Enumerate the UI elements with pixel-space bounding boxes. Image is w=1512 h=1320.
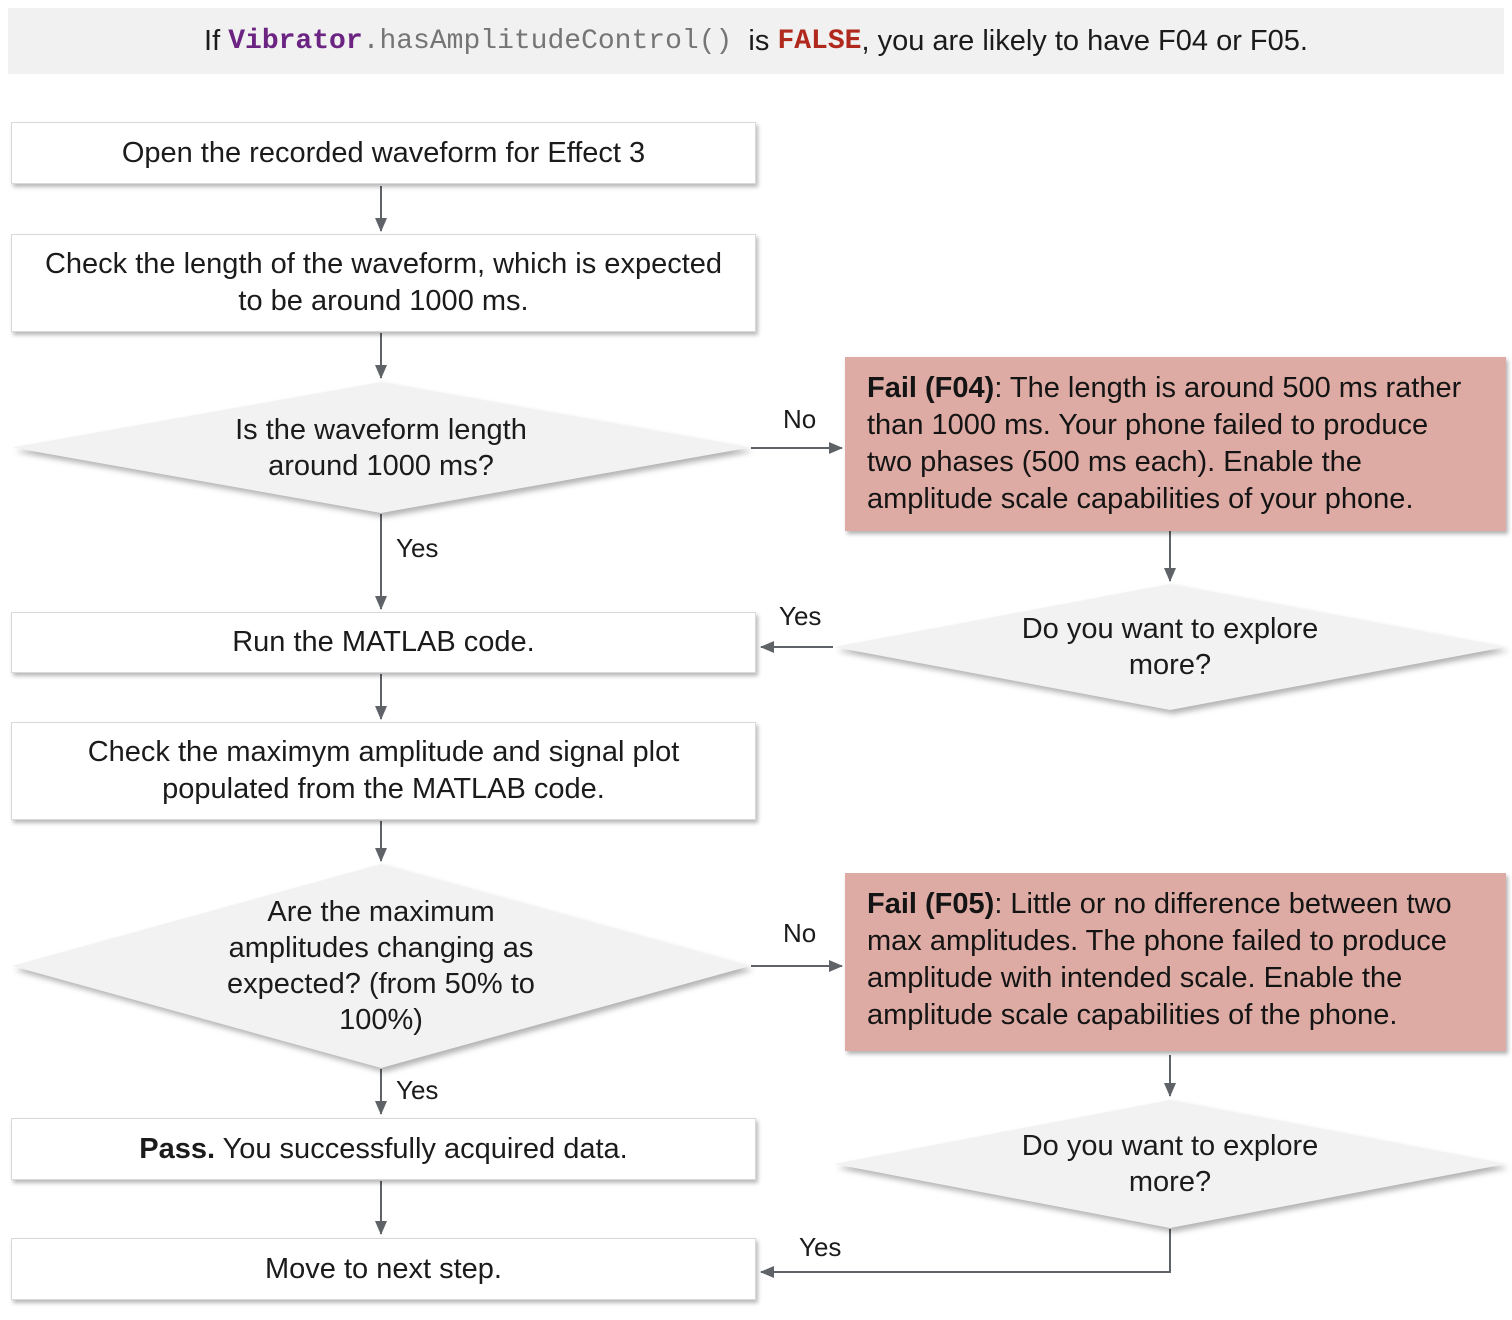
node-pass: Pass. You successfully acquired data.: [11, 1118, 756, 1180]
node-pass-label: Pass. You successfully acquired data.: [139, 1131, 628, 1168]
decision-is-length: Is the waveform length around 1000 ms?: [12, 382, 750, 513]
decision-amplitudes-changing: Are the maximum amplitudes changing as e…: [12, 864, 750, 1068]
node-pass-rest: You successfully acquired data.: [215, 1132, 628, 1165]
node-open-waveform: Open the recorded waveform for Effect 3: [11, 122, 756, 184]
node-fail-f04-bold: Fail (F04): [867, 372, 995, 404]
node-check-max-label: Check the maximym amplitude and signal p…: [87, 736, 680, 805]
edge-label-yes-1: Yes: [396, 533, 439, 563]
diamond-shape: [12, 864, 750, 1068]
banner-prefix: If: [204, 24, 229, 57]
edge-label-no-2: No: [783, 918, 817, 948]
edge-label-yes-2: Yes: [396, 1075, 439, 1105]
diamond-shape: [834, 1100, 1506, 1228]
node-fail-f04-rest: : The length is around 500 ms rather tha…: [867, 372, 1462, 515]
banner-code-vibrator: Vibrator: [228, 25, 363, 57]
node-fail-f04: Fail (F04): The length is around 500 ms …: [845, 357, 1506, 531]
banner-code-method: .hasAmplitudeControl(): [362, 25, 733, 57]
decision-is-length-label: Is the waveform length around 1000 ms?: [235, 413, 527, 482]
edge-label-yes-explore-1: Yes: [779, 601, 822, 631]
decision-explore-1: Do you want to explore more?: [834, 584, 1506, 710]
node-move-next: Move to next step.: [11, 1238, 756, 1300]
node-check-length: Check the length of the waveform, which …: [11, 234, 756, 332]
node-check-max: Check the maximym amplitude and signal p…: [11, 722, 756, 820]
banner-code-false: FALSE: [777, 25, 862, 57]
node-run-matlab: Run the MATLAB code.: [11, 612, 756, 673]
node-move-next-label: Move to next step.: [265, 1252, 502, 1285]
decision-explore-2: Do you want to explore more?: [834, 1100, 1506, 1228]
banner-middle: is: [732, 24, 778, 57]
diamond-shape: [12, 382, 750, 513]
banner-suffix: , you are likely to have F04 or F05.: [861, 24, 1308, 57]
node-run-matlab-label: Run the MATLAB code.: [232, 626, 535, 658]
decision-explore-2-label: Do you want to explore more?: [1021, 1130, 1319, 1198]
decision-explore-1-label: Do you want to explore more?: [1021, 613, 1319, 681]
banner-note: If Vibrator.hasAmplitudeControl() is FAL…: [8, 8, 1504, 74]
node-fail-f05: Fail (F05): Little or no difference betw…: [845, 873, 1506, 1051]
edge-label-yes-explore-2: Yes: [799, 1232, 842, 1262]
diamond-shape: [834, 584, 1506, 710]
edge-label-no-1: No: [783, 404, 817, 434]
node-fail-f05-rest: : Little or no difference between two ma…: [867, 888, 1452, 1031]
node-open-waveform-label: Open the recorded waveform for Effect 3: [121, 136, 646, 169]
decision-amplitudes-changing-label: Are the maximum amplitudes changing as e…: [227, 896, 535, 1036]
node-check-length-label: Check the length of the waveform, which …: [44, 248, 723, 317]
node-fail-f05-bold: Fail (F05): [867, 888, 995, 920]
node-pass-bold: Pass.: [139, 1132, 216, 1165]
